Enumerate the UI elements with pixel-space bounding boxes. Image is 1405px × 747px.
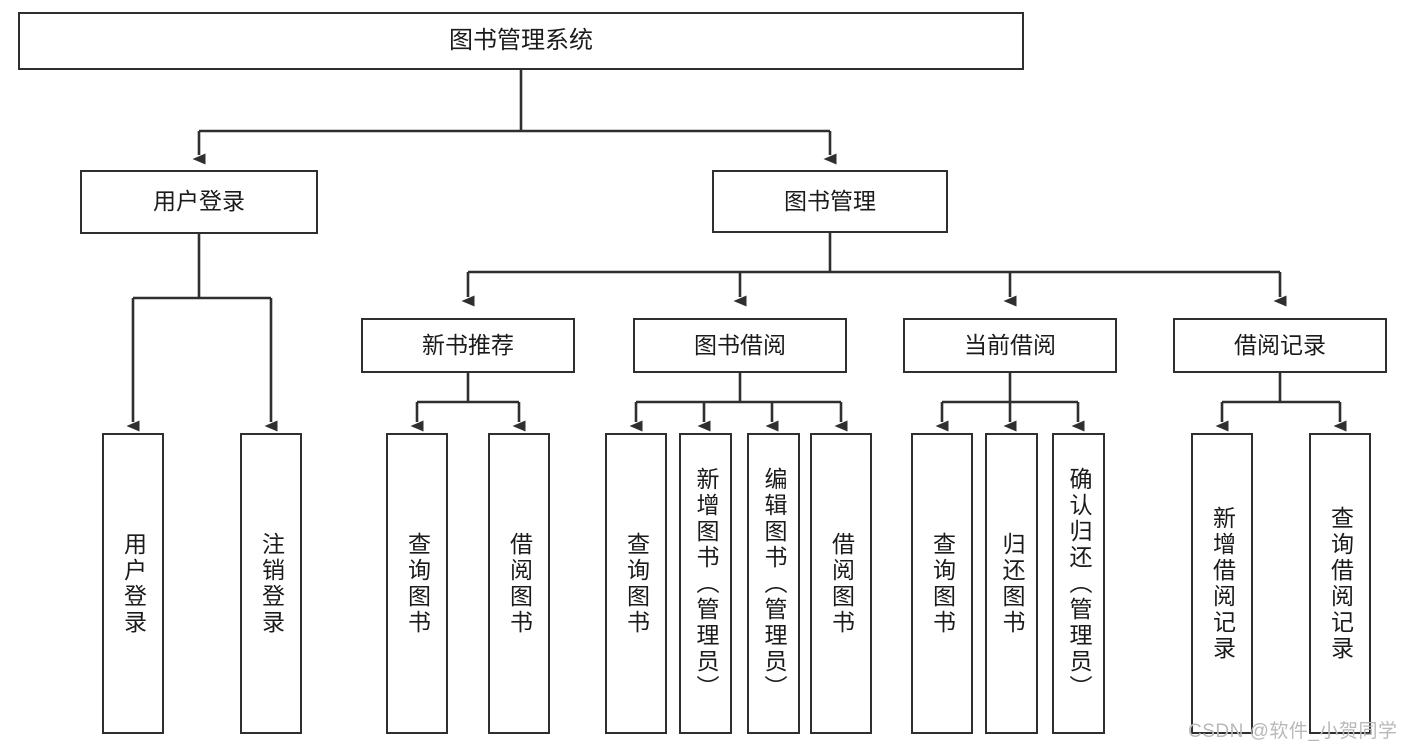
node-label: 图书管理 — [784, 187, 876, 214]
leaf-borrow-edit-book-admin[interactable]: 编辑图书（管理员） — [747, 433, 800, 734]
leaf-record-add-record[interactable]: 新增借阅记录 — [1191, 433, 1253, 734]
csdn-watermark: CSDN @软件_小贺同学 — [1188, 721, 1398, 742]
node-label: 借阅记录 — [1234, 331, 1326, 358]
node-label: 归还图书 — [999, 531, 1025, 636]
leaf-recommend-query-book[interactable]: 查询图书 — [386, 433, 448, 734]
node-current-borrow[interactable]: 当前借阅 — [903, 318, 1117, 373]
node-label: 图书借阅 — [694, 331, 786, 358]
node-book-management[interactable]: 图书管理 — [712, 170, 948, 233]
leaf-borrow-borrow-book[interactable]: 借阅图书 — [810, 433, 872, 734]
node-label: 查询图书 — [404, 531, 431, 636]
leaf-recommend-borrow-book[interactable]: 借阅图书 — [488, 433, 550, 734]
node-label: 查询图书 — [929, 531, 956, 636]
node-new-book-recommend[interactable]: 新书推荐 — [361, 318, 575, 373]
node-label: 用户登录 — [153, 188, 245, 215]
node-label: 用户登录 — [120, 531, 147, 636]
node-label: 查询借阅记录 — [1327, 505, 1354, 662]
leaf-user-login-logout[interactable]: 注销登录 — [240, 433, 302, 734]
leaf-current-confirm-return-admin[interactable]: 确认归还（管理员） — [1052, 433, 1105, 734]
node-label: 查询图书 — [623, 531, 650, 636]
node-label: 借阅图书 — [506, 531, 533, 636]
node-label: 新书推荐 — [422, 331, 514, 358]
node-label: 借阅图书 — [828, 531, 855, 636]
leaf-user-login-login[interactable]: 用户登录 — [102, 433, 164, 734]
node-label: 确认归还（管理员） — [1066, 466, 1092, 701]
leaf-borrow-add-book-admin[interactable]: 新增图书（管理员） — [679, 433, 732, 734]
leaf-record-query-record[interactable]: 查询借阅记录 — [1309, 433, 1371, 734]
node-label: 图书管理系统 — [449, 26, 593, 54]
leaf-current-return-book[interactable]: 归还图书 — [985, 433, 1038, 734]
leaf-borrow-query-book[interactable]: 查询图书 — [605, 433, 667, 734]
node-borrow-record[interactable]: 借阅记录 — [1173, 318, 1387, 373]
node-label: 编辑图书（管理员） — [761, 466, 787, 701]
node-label: 新增借阅记录 — [1209, 505, 1236, 662]
node-label: 注销登录 — [258, 531, 285, 636]
node-label: 当前借阅 — [964, 331, 1056, 358]
node-book-borrow[interactable]: 图书借阅 — [633, 318, 847, 373]
node-user-login[interactable]: 用户登录 — [80, 170, 318, 234]
node-root-system[interactable]: 图书管理系统 — [18, 12, 1024, 70]
node-label: 新增图书（管理员） — [693, 466, 719, 701]
leaf-current-query-book[interactable]: 查询图书 — [911, 433, 973, 734]
